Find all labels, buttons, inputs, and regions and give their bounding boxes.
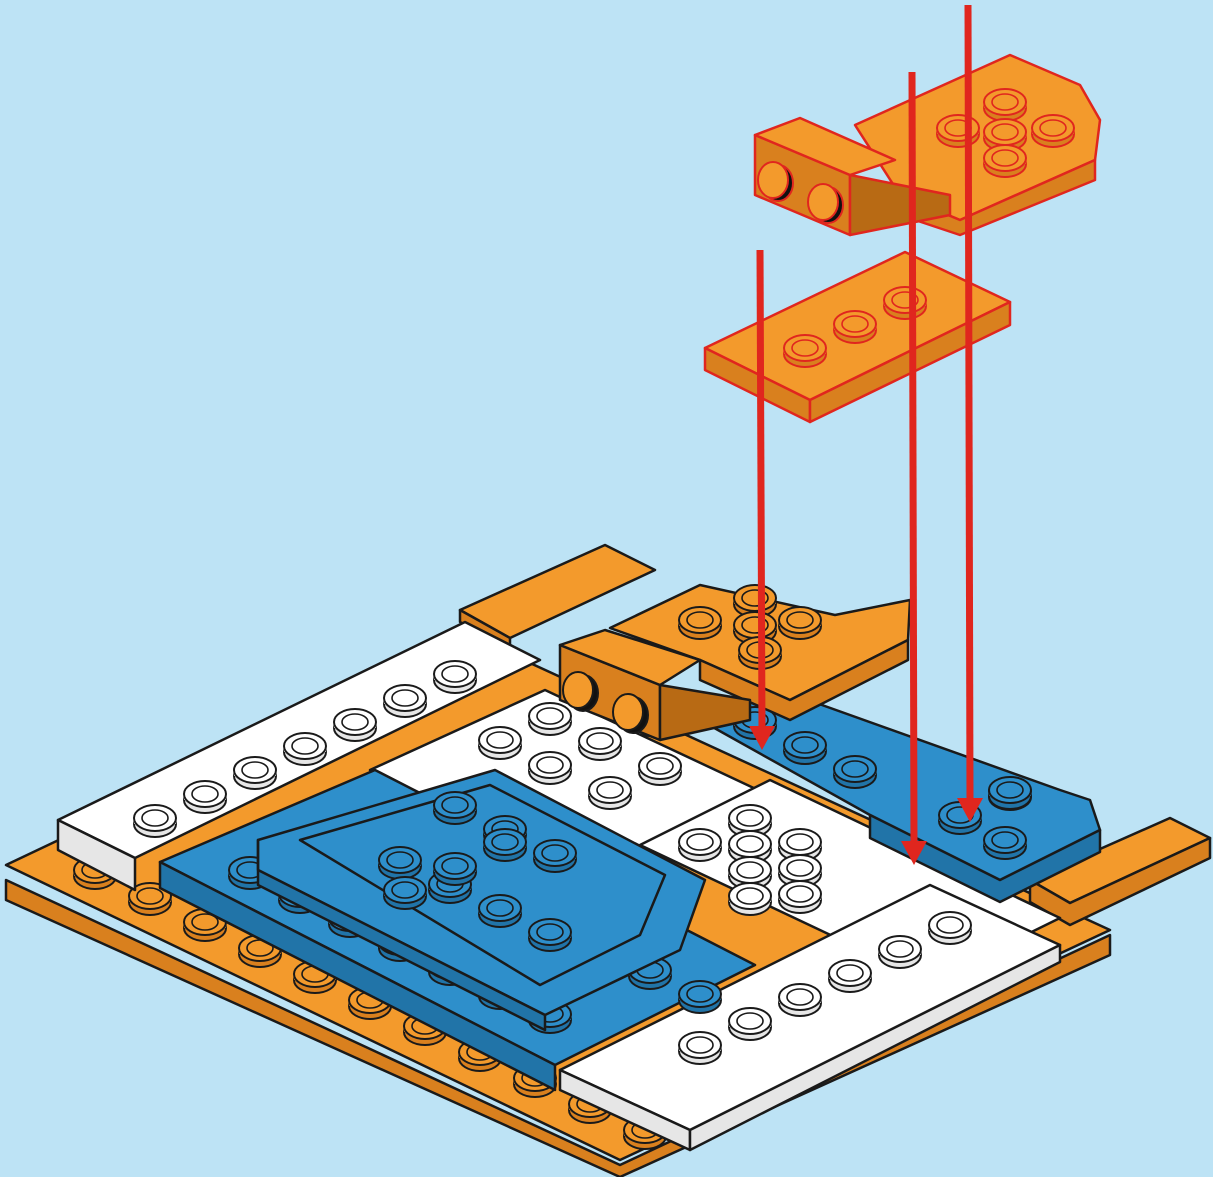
blue-stud [834, 756, 876, 788]
orange-stud [984, 89, 1026, 121]
white-stud [284, 733, 326, 765]
blue-stud [679, 981, 721, 1013]
orange-stud [779, 607, 821, 639]
white-stud [679, 1032, 721, 1064]
orange-stud [679, 607, 721, 639]
white-stud [829, 960, 871, 992]
blue-stud [529, 919, 571, 951]
white-stud [779, 984, 821, 1016]
white-stud [184, 781, 226, 813]
blue-stud [434, 792, 476, 824]
white-stud [134, 805, 176, 837]
orange-stud [784, 335, 826, 367]
white-stud [879, 936, 921, 968]
blue-stud [484, 829, 526, 861]
white-stud [779, 881, 821, 913]
blue-stud [989, 777, 1031, 809]
blue-stud [434, 853, 476, 885]
blue-stud [384, 877, 426, 909]
orange-stud [984, 145, 1026, 177]
white-stud [929, 912, 971, 944]
blue-stud [479, 895, 521, 927]
white-stud [234, 757, 276, 789]
orange-stud [1032, 115, 1074, 147]
white-stud [679, 829, 721, 861]
blue-stud [534, 840, 576, 872]
white-stud [384, 685, 426, 717]
white-stud [639, 753, 681, 785]
orange-stud [884, 287, 926, 319]
orange-stud [937, 115, 979, 147]
white-stud [434, 661, 476, 693]
white-stud [589, 777, 631, 809]
white-stud [334, 709, 376, 741]
blue-stud [379, 847, 421, 879]
blue-stud [784, 732, 826, 764]
white-stud [529, 752, 571, 784]
blue-stud [984, 827, 1026, 859]
white-stud [529, 703, 571, 735]
white-stud [729, 883, 771, 915]
orange-stud [834, 311, 876, 343]
white-stud [479, 727, 521, 759]
white-stud [729, 1008, 771, 1040]
white-stud [579, 728, 621, 760]
